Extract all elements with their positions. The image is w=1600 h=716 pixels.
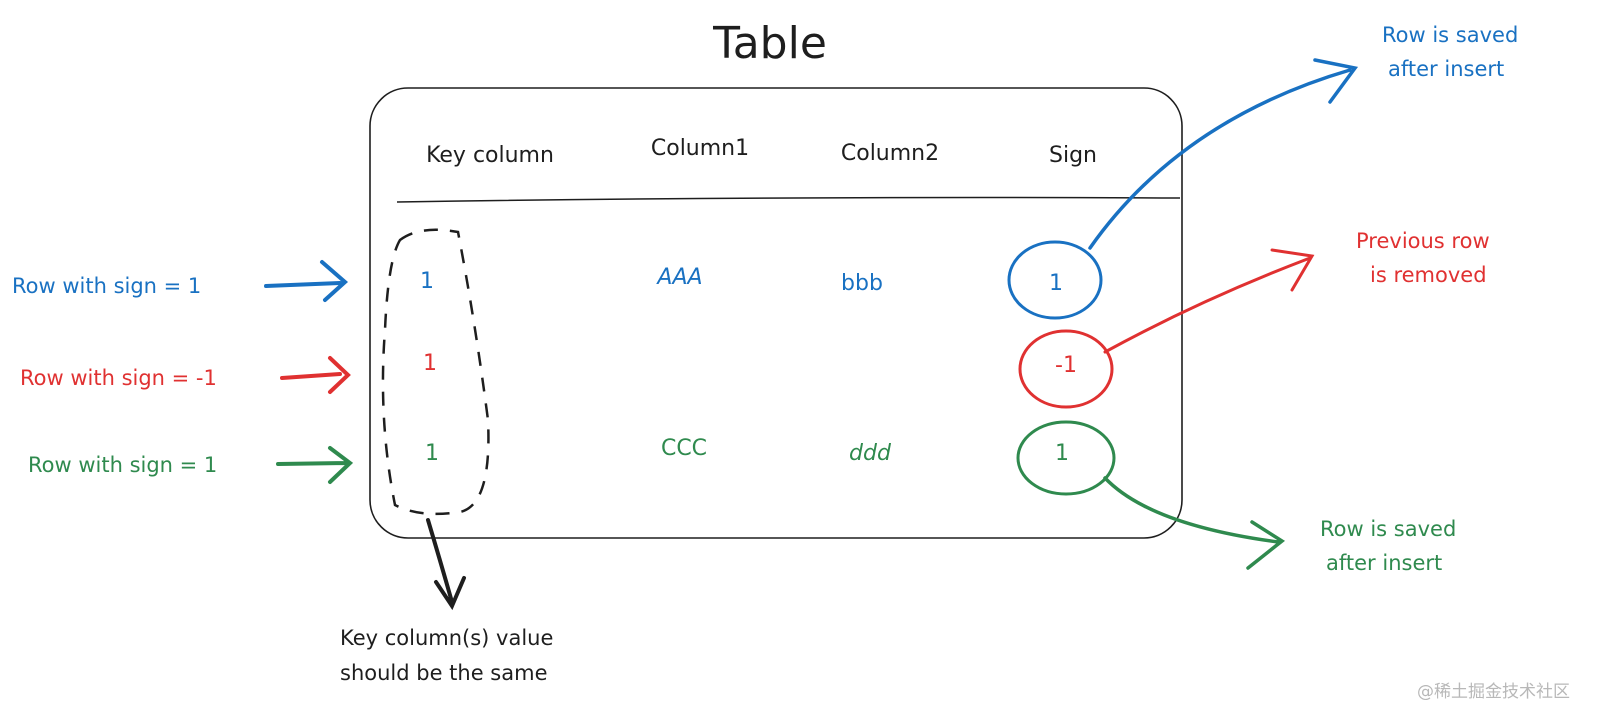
blue-annotation-line1: Row is saved	[1382, 23, 1518, 47]
row2-sign: -1	[1055, 353, 1077, 378]
row1-column2: bbb	[841, 271, 883, 296]
watermark: @稀土掘金技术社区	[1417, 682, 1570, 702]
row3-label: Row with sign = 1	[28, 453, 217, 477]
header-sign: Sign	[1049, 143, 1097, 168]
green-annotation-line2: after insert	[1326, 551, 1442, 575]
row2-arrow	[280, 356, 351, 394]
green-annotation-arrow	[1103, 476, 1286, 570]
key-annotation-arrow	[426, 518, 466, 611]
header-column1: Column1	[651, 136, 749, 161]
row1-column1: AAA	[655, 265, 702, 290]
header-divider	[396, 196, 1181, 203]
row2-key: 1	[423, 351, 437, 376]
row1-label: Row with sign = 1	[12, 274, 201, 298]
row3-column2: ddd	[849, 441, 892, 466]
row3-column1: CCC	[661, 436, 707, 461]
row1-key: 1	[420, 269, 434, 294]
blue-annotation-arrow	[1088, 58, 1359, 250]
key-annotation-line2: should be the same	[340, 661, 548, 685]
header-key-column: Key column	[426, 143, 554, 168]
red-annotation-arrow	[1103, 248, 1315, 354]
green-annotation-line1: Row is saved	[1320, 517, 1456, 541]
row3-arrow	[276, 446, 354, 484]
blue-annotation-line2: after insert	[1388, 57, 1504, 81]
row1-sign-circle	[1007, 240, 1103, 320]
red-annotation-line1: Previous row	[1356, 229, 1490, 253]
row2-label: Row with sign = -1	[20, 366, 217, 390]
row3-sign: 1	[1055, 441, 1069, 466]
row3-key: 1	[425, 441, 439, 466]
row2-sign-circle	[1018, 329, 1114, 409]
row3-sign-circle	[1016, 420, 1116, 496]
row1-sign: 1	[1049, 271, 1063, 296]
row1-arrow	[264, 260, 349, 302]
red-annotation-line2: is removed	[1370, 263, 1487, 287]
diagram-title: Table	[712, 18, 827, 69]
header-column2: Column2	[841, 141, 939, 166]
key-annotation-line1: Key column(s) value	[340, 626, 553, 650]
key-column-dashed-outline	[381, 228, 490, 516]
